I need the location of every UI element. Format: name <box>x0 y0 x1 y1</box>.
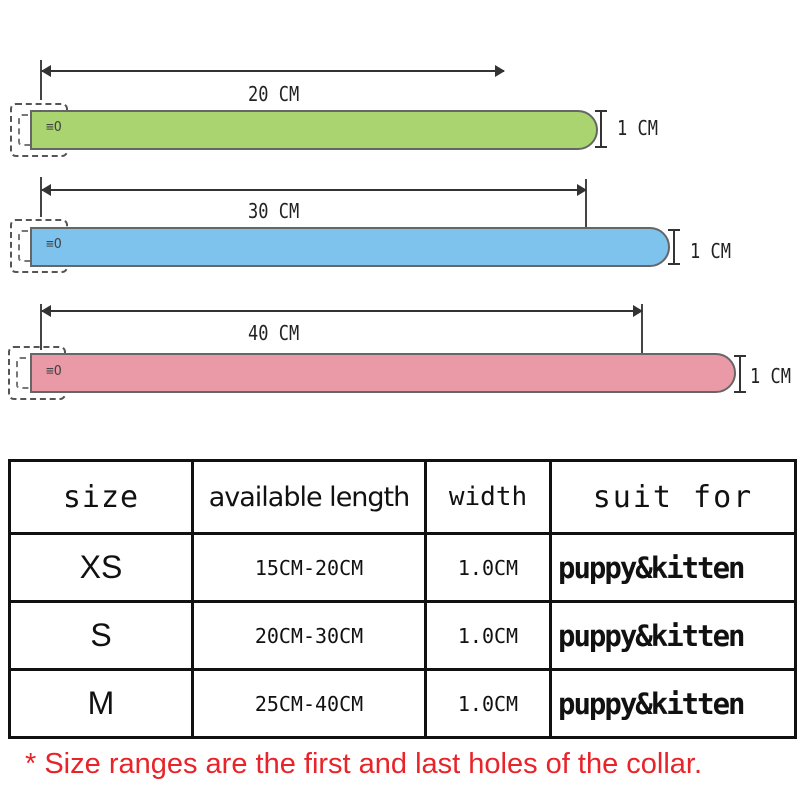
length-label: 20 CM <box>248 82 300 106</box>
length-dimension-line <box>41 305 643 317</box>
collar-diagram-xs: 20 CM ≡O 1 CM <box>0 60 800 180</box>
cell-length: 25CM-40CM <box>191 668 427 739</box>
strap-hole-mark: ≡O <box>46 120 62 135</box>
length-dimension-line <box>41 184 587 196</box>
width-label: 1 CM <box>750 364 791 388</box>
table-row: M 25CM-40CM 1.0CM puppy&kitten <box>8 668 797 739</box>
collar-strap-m <box>30 353 736 393</box>
cell-suit-for: puppy&kitten <box>549 668 797 739</box>
length-label: 30 CM <box>248 199 300 223</box>
cell-length: 15CM-20CM <box>191 532 427 603</box>
collar-strap-s <box>30 227 670 267</box>
size-range-note: * Size ranges are the first and last hol… <box>25 748 703 780</box>
header-suit-for: suit for <box>549 459 797 535</box>
width-label: 1 CM <box>690 239 731 263</box>
cell-size: M <box>8 668 194 739</box>
cell-suit-for: puppy&kitten <box>549 600 797 671</box>
table-header-row: size available length width suit for <box>8 459 797 535</box>
dimension-tick <box>585 179 587 231</box>
length-label: 40 CM <box>248 321 300 345</box>
cell-size: XS <box>8 532 194 603</box>
length-dimension-line <box>41 65 505 77</box>
dimension-tick <box>641 304 643 358</box>
dimension-tick <box>40 177 42 217</box>
header-width: width <box>424 459 552 535</box>
cell-width: 1.0CM <box>424 532 552 603</box>
width-dimension-bracket <box>595 110 607 148</box>
collar-diagram-m: 40 CM ≡O 1 CM <box>0 298 800 418</box>
collar-strap-xs <box>30 110 598 150</box>
collar-diagram-s: 30 CM ≡O 1 CM <box>0 177 800 297</box>
table-row: S 20CM-30CM 1.0CM puppy&kitten <box>8 600 797 671</box>
width-dimension-bracket <box>668 229 680 265</box>
header-available-length: available length <box>191 459 427 535</box>
cell-suit-for: puppy&kitten <box>549 532 797 603</box>
dimension-tick <box>40 60 42 100</box>
strap-hole-mark: ≡O <box>46 364 62 379</box>
dimension-tick <box>40 304 42 350</box>
cell-length: 20CM-30CM <box>191 600 427 671</box>
header-size: size <box>8 459 194 535</box>
size-table: size available length width suit for XS … <box>8 459 797 739</box>
strap-hole-mark: ≡O <box>46 237 62 252</box>
table-row: XS 15CM-20CM 1.0CM puppy&kitten <box>8 532 797 603</box>
cell-width: 1.0CM <box>424 668 552 739</box>
cell-width: 1.0CM <box>424 600 552 671</box>
width-dimension-bracket <box>734 355 746 393</box>
width-label: 1 CM <box>617 116 658 140</box>
cell-size: S <box>8 600 194 671</box>
